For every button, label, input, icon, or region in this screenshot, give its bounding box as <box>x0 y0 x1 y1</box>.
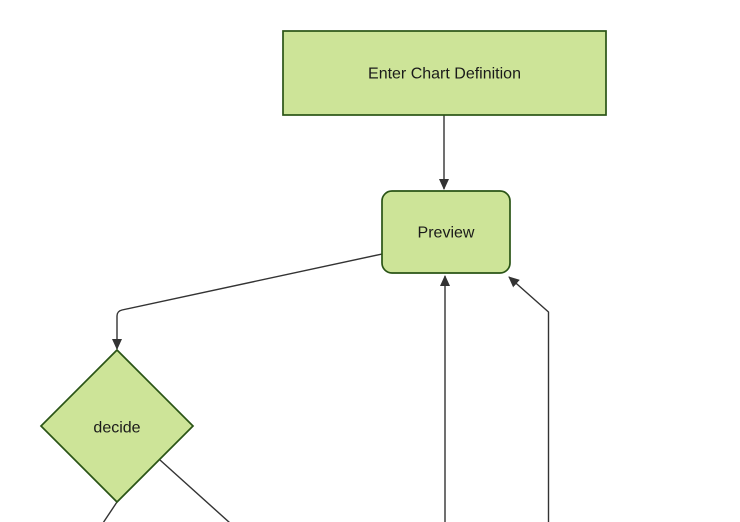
node-enter-chart-definition: Enter Chart Definition <box>282 30 607 116</box>
edge-decide-branch-left <box>102 501 118 522</box>
node-enter-chart-definition-label: Enter Chart Definition <box>368 66 521 83</box>
node-decide-label: decide <box>93 420 140 437</box>
node-decide: decide <box>39 348 195 504</box>
node-preview-shape <box>381 190 511 274</box>
edge-preview-to-decide <box>112 253 383 350</box>
node-preview: Preview <box>381 190 511 274</box>
node-decide-shape <box>39 348 195 504</box>
node-enter-chart-definition-shape <box>282 30 607 116</box>
edge-decide-branch-right <box>159 459 230 522</box>
node-preview-label: Preview <box>418 225 475 242</box>
edge-return-to-preview-corner <box>508 276 550 522</box>
